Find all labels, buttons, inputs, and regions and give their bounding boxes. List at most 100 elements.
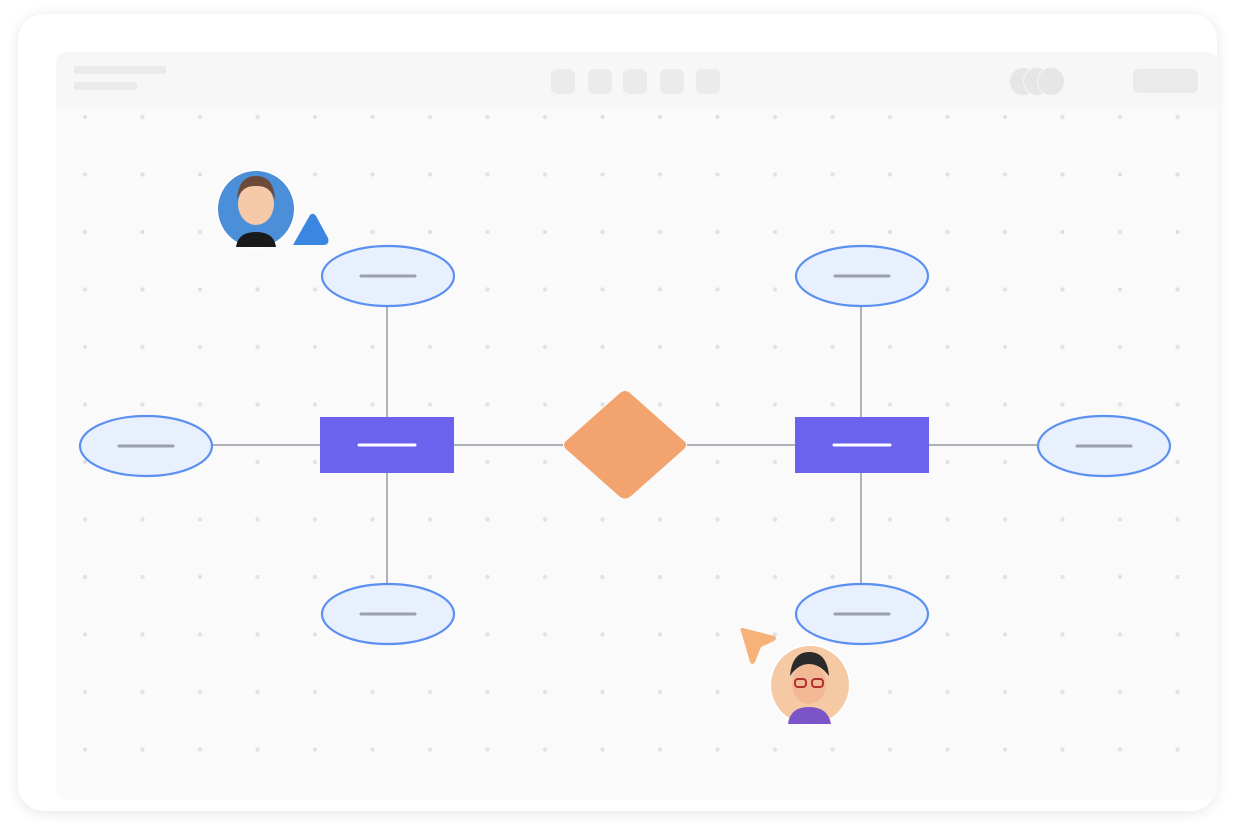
grid-dot [1117, 689, 1123, 695]
grid-dot [1060, 747, 1065, 752]
avatar-hair [237, 176, 275, 200]
grid-dot [312, 287, 318, 292]
grid-dot [657, 632, 663, 637]
grid-dot [485, 172, 490, 177]
grid-dot [140, 229, 145, 235]
attribute-ellipse[interactable] [794, 582, 930, 646]
grid-dot [370, 172, 375, 177]
grid-dot [715, 747, 720, 752]
grid-dot [1060, 517, 1065, 522]
grid-dot [772, 517, 778, 522]
grid-dot [1002, 517, 1008, 522]
grid-dot [370, 114, 375, 120]
grid-dot [542, 172, 548, 177]
grid-dot [312, 574, 318, 580]
grid-dot [1117, 229, 1123, 235]
attribute-ellipse[interactable] [78, 414, 214, 478]
grid-dot [197, 689, 203, 695]
cursor-arrow-icon [740, 628, 776, 664]
grid-dot [312, 747, 318, 752]
grid-dot [312, 344, 318, 350]
grid-dot [715, 172, 720, 177]
grid-dot [197, 344, 203, 350]
grid-dot [542, 574, 548, 580]
grid-dot [255, 632, 260, 637]
grid-dot [657, 747, 663, 752]
grid-dot [82, 574, 88, 580]
avatar-face [238, 183, 274, 225]
grid-dot [140, 344, 145, 350]
grid-dot [715, 344, 720, 350]
relationship-diamond[interactable] [564, 391, 686, 499]
grid-dot [1175, 287, 1180, 292]
grid-dot [1117, 574, 1123, 580]
grid-dot [1175, 574, 1180, 580]
tool-button-5[interactable] [696, 69, 720, 94]
grid-dot [1175, 689, 1180, 695]
grid-dot [140, 689, 145, 695]
attribute-ellipse[interactable] [1036, 414, 1172, 478]
grid-dot [485, 114, 490, 120]
grid-dot [427, 747, 433, 752]
grid-dot [600, 114, 605, 120]
grid-dot [772, 114, 778, 120]
grid-dot [140, 574, 145, 580]
grid-dot [255, 459, 260, 465]
grid-dot [830, 229, 835, 235]
grid-dot [255, 287, 260, 292]
share-button[interactable] [1133, 69, 1198, 93]
grid-dot [772, 747, 778, 752]
grid-dot [1175, 172, 1180, 177]
tool-button-4[interactable] [660, 69, 684, 94]
grid-dot [945, 287, 950, 292]
attribute-ellipse[interactable] [794, 244, 930, 308]
grid-dot [772, 287, 778, 292]
grid-dot [1002, 229, 1008, 235]
grid-dot [427, 517, 433, 522]
grid-dot [1175, 402, 1180, 407]
attribute-ellipse[interactable] [320, 244, 456, 308]
grid-dot [600, 344, 605, 350]
grid-dot [140, 632, 145, 637]
grid-dot [312, 517, 318, 522]
grid-dot [830, 402, 835, 407]
tool-button-1[interactable] [551, 69, 575, 94]
grid-dot [485, 574, 490, 580]
grid-dot [542, 229, 548, 235]
grid-dot [370, 574, 375, 580]
grid-dot [772, 632, 778, 637]
grid-dot [542, 459, 548, 465]
avatar-body [236, 232, 276, 247]
grid-dot [1117, 402, 1123, 407]
grid-dot [255, 689, 260, 695]
avatar-body [788, 707, 831, 724]
entity-right[interactable] [795, 417, 929, 473]
grid-dot [1117, 344, 1123, 350]
tool-button-2[interactable] [588, 69, 612, 94]
grid-dot [1060, 632, 1065, 637]
attribute-ellipse[interactable] [320, 582, 456, 646]
grid-dot [82, 517, 88, 522]
tool-button-3[interactable] [623, 69, 647, 94]
grid-dot [887, 114, 893, 120]
grid-dot [887, 689, 893, 695]
grid-dot [1175, 344, 1180, 350]
grid-dot [255, 402, 260, 407]
grid-dot [312, 632, 318, 637]
grid-dot [427, 172, 433, 177]
grid-dot [657, 114, 663, 120]
grid-dot [772, 344, 778, 350]
grid-dot [485, 229, 490, 235]
entity-left[interactable] [320, 417, 454, 473]
grid-dot [140, 517, 145, 522]
dot-grid [82, 114, 1180, 752]
grid-dot [600, 689, 605, 695]
grid-dot [197, 517, 203, 522]
grid-dot [887, 172, 893, 177]
avatar-face [792, 664, 826, 704]
avatar-hair [790, 652, 829, 676]
grid-dot [600, 747, 605, 752]
collaborator-avatar-3[interactable] [1037, 67, 1065, 96]
grid-dot [485, 402, 490, 407]
grid-dot [830, 114, 835, 120]
